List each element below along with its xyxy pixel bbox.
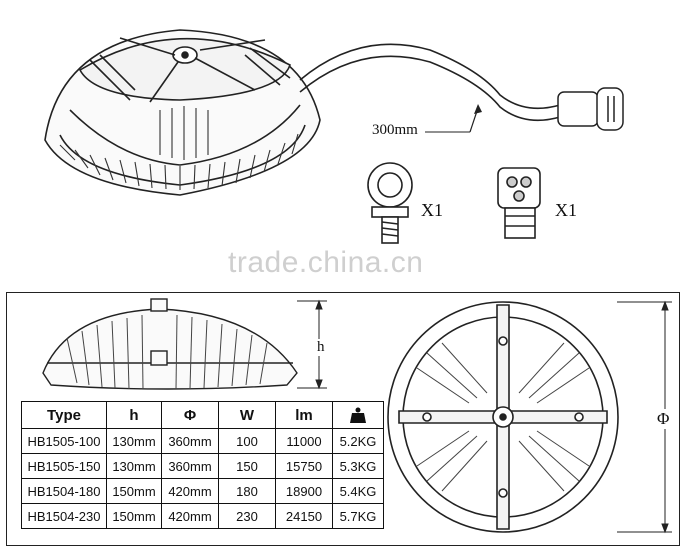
top-view-fins [416, 342, 590, 492]
header-height: h [106, 401, 162, 429]
height-label: h [317, 339, 325, 356]
power-cable [299, 43, 561, 110]
rim-fins [59, 106, 299, 190]
eye-bolt [367, 162, 413, 244]
watermark: trade.china.cn [228, 246, 424, 279]
top-view [387, 301, 619, 533]
connector-quantity: X1 [555, 200, 577, 220]
product-overview-panel: 300mm X1 X1 trade.china.cn [44, 29, 624, 279]
weight-icon [350, 407, 366, 424]
header-type: Type [21, 401, 107, 429]
waterproof-connector [497, 167, 541, 239]
diameter-label: Φ [657, 409, 670, 429]
side-view [42, 298, 298, 390]
lamp-body [44, 29, 321, 196]
header-diameter: Φ [161, 401, 219, 429]
eyebolt-quantity: X1 [421, 200, 443, 220]
cable-connector [557, 87, 624, 131]
header-wattage: W [218, 401, 276, 429]
side-view-fins [66, 314, 268, 390]
table-header-row: Type h Φ W lm [21, 401, 384, 429]
dimension-drawings [42, 298, 672, 534]
header-lumens: lm [275, 401, 333, 429]
cable-length-label: 300mm [372, 122, 418, 138]
header-weight [332, 401, 384, 429]
high-bay-lamp-drawing [44, 29, 624, 244]
